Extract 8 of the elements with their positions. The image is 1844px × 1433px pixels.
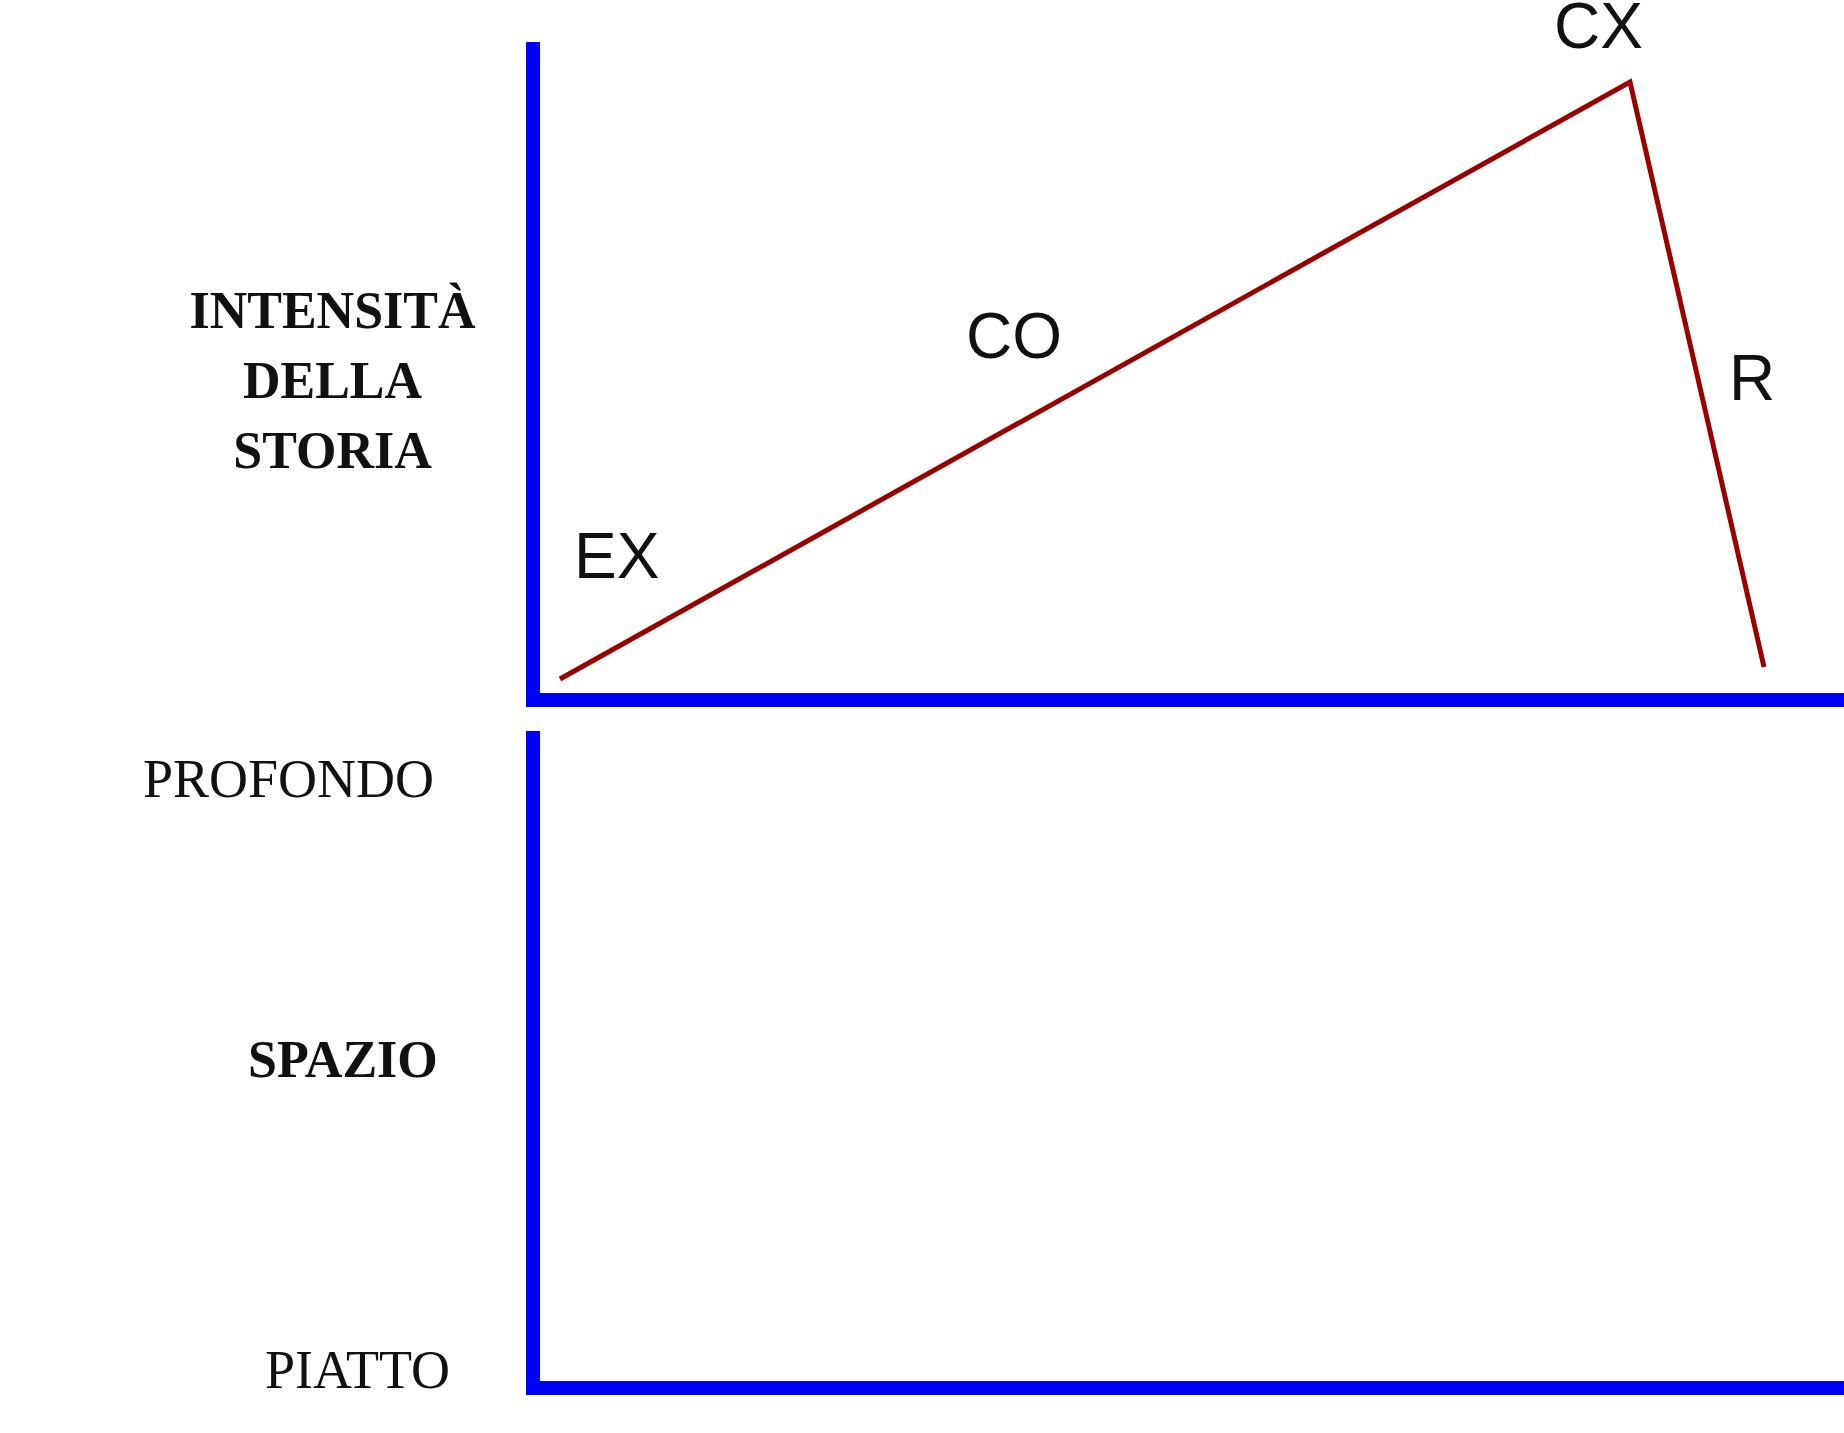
axis-title: SPAZIO — [248, 1034, 438, 1086]
axis-title: INTENSITÀ DELLA STORIA — [188, 281, 477, 482]
phase-label: EX — [574, 524, 660, 588]
phase-label: CO — [966, 304, 1062, 368]
phase-label: CX — [1554, 0, 1643, 58]
axis-tick-label: PIATTO — [265, 1343, 451, 1397]
axis-tick-label: PROFONDO — [143, 752, 435, 806]
phase-label: R — [1729, 346, 1776, 410]
